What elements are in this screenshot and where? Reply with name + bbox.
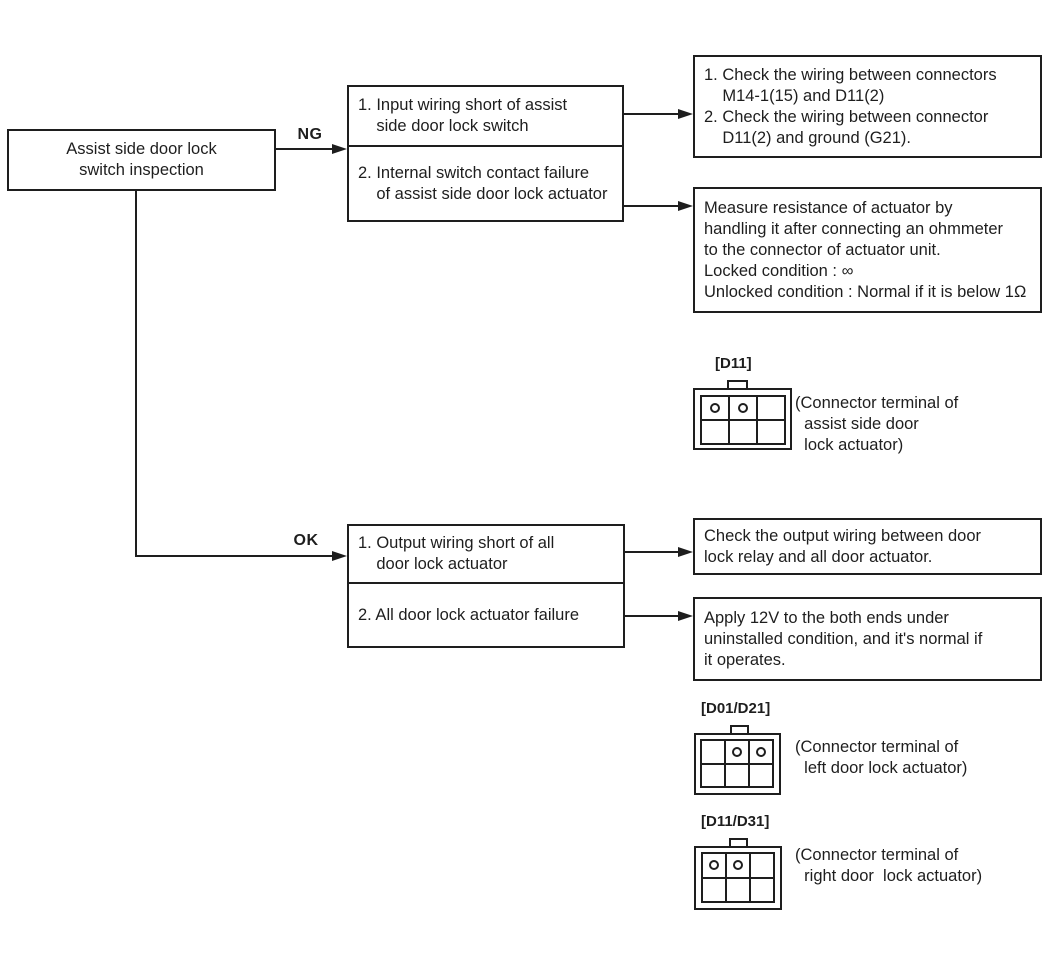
terminal-cell bbox=[702, 397, 728, 419]
terminal-cell bbox=[702, 421, 728, 443]
pin-icon bbox=[732, 746, 742, 757]
terminal-cell bbox=[703, 854, 725, 877]
terminal-cell bbox=[702, 764, 724, 786]
terminal-cell bbox=[750, 764, 772, 786]
pin-icon bbox=[733, 860, 743, 871]
ng-resistance-box: Measure resistance of actuator by handli… bbox=[693, 187, 1042, 313]
ng-action2-flow-line bbox=[624, 205, 680, 207]
terminal-cell bbox=[758, 397, 784, 419]
connector-d11-d31-tab bbox=[729, 838, 748, 848]
pin-icon bbox=[756, 746, 766, 757]
terminal-cell bbox=[727, 878, 749, 901]
ok-action1-arrowhead-icon bbox=[678, 546, 693, 557]
connector-d11-d31-label: [D11/D31] bbox=[701, 813, 770, 830]
terminal-cell bbox=[726, 741, 748, 763]
ng-wiring-check-box: 1. Check the wiring between connectors M… bbox=[693, 55, 1042, 158]
ng-resistance-label: Measure resistance of actuator by handli… bbox=[704, 198, 1027, 301]
connector-d11-caption: (Connector terminal of assist side door … bbox=[795, 394, 959, 454]
ok-arrowhead-icon bbox=[332, 550, 347, 561]
ng-branch-label: NG bbox=[297, 126, 323, 143]
connector-d01-d21-label: [D01/D21] bbox=[701, 700, 771, 717]
ok-cause-1: 1. Output wiring short of all door lock … bbox=[349, 526, 623, 584]
terminal-cell bbox=[758, 421, 784, 443]
ok-causes-box: 1. Output wiring short of all door lock … bbox=[347, 524, 625, 648]
trunk-line-vertical bbox=[135, 190, 137, 556]
terminal-cell bbox=[751, 878, 773, 901]
connector-d01-d21-caption: (Connector terminal of left door lock ac… bbox=[795, 738, 968, 777]
terminal-cell bbox=[730, 397, 756, 419]
ng-action1-flow-line bbox=[624, 113, 680, 115]
start-box: Assist side door lock switch inspection bbox=[7, 129, 276, 191]
ok-cause-2-label: 2. All door lock actuator failure bbox=[358, 605, 580, 624]
pin-icon bbox=[710, 403, 720, 413]
pin-icon bbox=[738, 403, 748, 413]
terminal-cell bbox=[703, 878, 725, 901]
connector-d11-label: [D11] bbox=[715, 355, 752, 372]
ok-output-wiring-label: Check the output wiring between door loc… bbox=[704, 526, 982, 566]
ng-causes-box: 1. Input wiring short of assist side doo… bbox=[347, 85, 624, 222]
ok-apply-12v-box: Apply 12V to the both ends under uninsta… bbox=[693, 597, 1042, 681]
ok-cause-1-label: 1. Output wiring short of all door lock … bbox=[358, 534, 555, 573]
ng-flow-line bbox=[275, 148, 335, 150]
ng-cause-1: 1. Input wiring short of assist side doo… bbox=[349, 87, 622, 147]
ok-apply-12v-label: Apply 12V to the both ends under uninsta… bbox=[704, 608, 983, 669]
terminal-cell bbox=[702, 741, 724, 763]
ng-wiring-check-label: 1. Check the wiring between connectors M… bbox=[704, 65, 997, 147]
terminal-cell bbox=[730, 421, 756, 443]
connector-d11-d31-caption: (Connector terminal of right door lock a… bbox=[795, 846, 983, 885]
terminal-cell bbox=[727, 854, 749, 877]
connector-d11-terminal-grid bbox=[700, 395, 786, 445]
ok-flow-line bbox=[135, 555, 335, 557]
ok-action2-flow-line bbox=[625, 615, 680, 617]
ng-action2-arrowhead-icon bbox=[678, 200, 693, 211]
start-box-label: Assist side door lock switch inspection bbox=[66, 140, 217, 179]
connector-d11-tab bbox=[727, 380, 748, 390]
connector-d11-d31-terminal-grid bbox=[701, 852, 775, 903]
ok-cause-2: 2. All door lock actuator failure bbox=[349, 584, 623, 646]
ok-action1-flow-line bbox=[625, 551, 680, 553]
ng-cause-2-label: 2. Internal switch contact failure of as… bbox=[358, 163, 608, 203]
ok-action2-arrowhead-icon bbox=[678, 610, 693, 621]
connector-d01-d21-terminal-grid bbox=[700, 739, 774, 788]
terminal-cell bbox=[726, 764, 748, 786]
ng-cause-1-label: 1. Input wiring short of assist side doo… bbox=[358, 96, 568, 135]
ng-action1-arrowhead-icon bbox=[678, 108, 693, 119]
ng-cause-2: 2. Internal switch contact failure of as… bbox=[349, 147, 622, 220]
connector-d01-d21-tab bbox=[730, 725, 749, 735]
ok-output-wiring-box: Check the output wiring between door loc… bbox=[693, 518, 1042, 575]
terminal-cell bbox=[750, 741, 772, 763]
ng-arrowhead-icon bbox=[332, 143, 347, 154]
terminal-cell bbox=[751, 854, 773, 877]
ok-branch-label: OK bbox=[293, 532, 319, 549]
pin-icon bbox=[709, 860, 719, 871]
